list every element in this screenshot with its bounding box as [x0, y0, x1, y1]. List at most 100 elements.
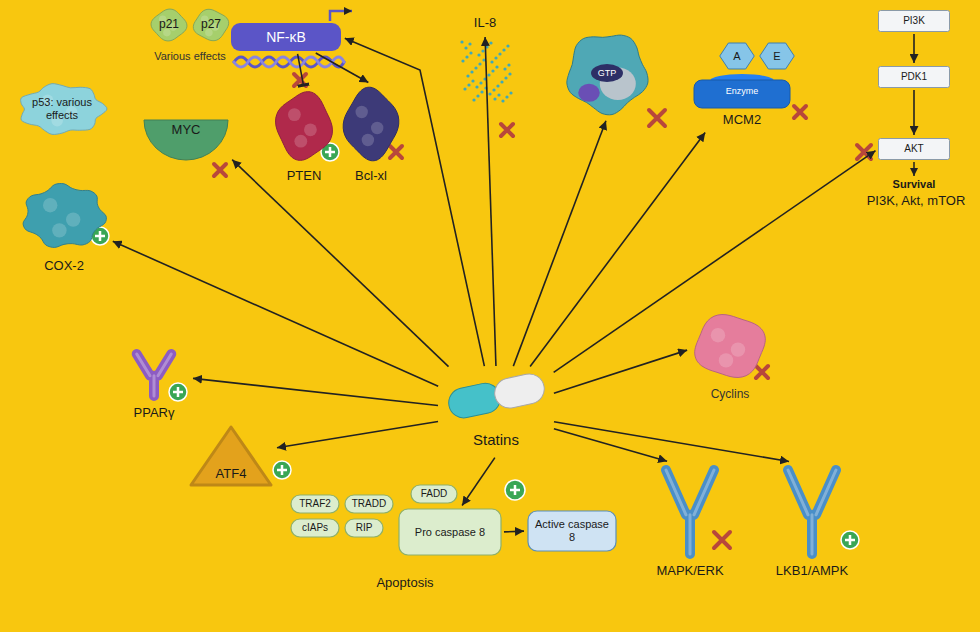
node-text: Statins [473, 431, 519, 448]
cytokine-dot [503, 67, 506, 70]
receptor-icon: MAPK/ERK [640, 462, 740, 584]
node-text: MYC [172, 123, 201, 138]
text-area: MAPK/ERK [640, 558, 740, 584]
cytokine-dot [508, 72, 511, 75]
activate-marks [91, 143, 859, 549]
connector-arrow [554, 422, 789, 462]
cytokine-dot [466, 74, 469, 77]
node-text: Enzyme [726, 86, 759, 96]
protein-icon: p27 [190, 6, 232, 44]
drug-pill: Statins [440, 368, 552, 456]
text-area [762, 462, 862, 558]
connector-arrow [554, 429, 667, 462]
text-area: p53: various effects [14, 80, 110, 138]
dna-helix [234, 57, 344, 67]
text-area: PI3K [878, 10, 950, 32]
text-area: PPARγ [118, 400, 190, 426]
cytokine-dot [490, 60, 493, 63]
inhibit-mark [649, 110, 665, 126]
pathway-box: PI3K [878, 10, 950, 32]
inhibit-marks [214, 74, 871, 548]
adaptor-box: TRAF2 [290, 494, 340, 514]
text-area: TRADD [344, 494, 394, 514]
cytokine-dot [488, 92, 491, 95]
adaptor-box: FADD [410, 484, 458, 504]
text-area: p21 [148, 6, 190, 44]
cytokine-dot [478, 62, 481, 65]
cytokine-dot [496, 84, 499, 87]
text-area: TRAF2 [290, 494, 340, 514]
cytokine-dot [509, 91, 512, 94]
text-area [640, 462, 740, 558]
text-area: PDK1 [878, 66, 950, 88]
connector-arrow [913, 34, 915, 63]
node-text: TRADD [352, 498, 386, 510]
connector-arrow [554, 151, 876, 373]
cytokine-dot [502, 48, 505, 51]
inhibit-mark [390, 146, 402, 158]
cytokine-dot [489, 41, 492, 44]
pathway-arrow [913, 162, 915, 176]
connector-arrow [462, 458, 495, 506]
pathway-box: PDK1 [878, 66, 950, 88]
activate-mark [841, 531, 859, 549]
cytokine-dot [464, 46, 467, 49]
text-area [440, 368, 552, 424]
text-area: A [718, 40, 756, 72]
cytokine-dot [501, 99, 504, 102]
cytokine-dot [491, 69, 494, 72]
protein-icon: PTEN [272, 88, 336, 188]
node-text: p53: various effects [18, 96, 106, 121]
pathway-note: PI3K, Akt, mTOR [864, 194, 968, 209]
connector-arrow [193, 378, 438, 405]
text-area: E [758, 40, 796, 72]
text-area: Cyclins [690, 382, 770, 408]
protein-icon-outline [272, 88, 336, 164]
enzyme-icon: COX-2 [18, 180, 110, 280]
cytokine-dot [504, 76, 507, 79]
node-text: MAPK/ERK [656, 564, 723, 579]
connector-arrow [298, 54, 304, 85]
node-text: p27 [201, 18, 221, 32]
connector-arrow [554, 350, 687, 393]
activate-mark [505, 480, 525, 500]
cytokine-dot [497, 93, 500, 96]
group-label: Apoptosis [350, 576, 460, 591]
cytokine-dot [492, 88, 495, 91]
node-text: GTP [598, 68, 617, 78]
cytokine-dot [487, 73, 490, 76]
node-text: E [773, 50, 780, 63]
node-text: PTEN [287, 169, 322, 184]
text-area: COX-2 [18, 252, 110, 280]
text-area: RIP [344, 518, 384, 538]
text-area [340, 84, 402, 164]
connector-arrow [913, 90, 915, 135]
cytokine-dot [498, 52, 501, 55]
protein-icon-outline [690, 310, 770, 382]
factor-triangle: ATF4 [188, 424, 274, 488]
cytokine-dot [506, 44, 509, 47]
connector-arrow [277, 421, 438, 447]
inhibit-mark [714, 532, 730, 548]
text-area: LKB1/AMPK [762, 558, 862, 584]
node-text: cIAPs [302, 522, 328, 534]
cytokine-label: IL-8 [458, 12, 512, 34]
text-area [18, 180, 110, 252]
receptor-icon-outline [118, 346, 190, 400]
text-area: ATF4 [188, 424, 274, 488]
node-text: p21 [159, 18, 179, 32]
cytokine-dot [475, 85, 478, 88]
node-text: Bcl-xl [355, 169, 387, 184]
enzyme-icon: EnzymeMCM2 [692, 72, 792, 130]
caspase-box: Pro caspase 8 [398, 508, 502, 556]
node-text: PI3K [903, 15, 925, 27]
node-text: A [733, 50, 740, 63]
cytokine-dot [476, 94, 479, 97]
connector-arrow [485, 37, 496, 366]
connector-arrow [513, 121, 606, 366]
text-area: p27 [190, 6, 232, 44]
promoter-arrow [330, 11, 352, 21]
node-text: TRAF2 [299, 498, 331, 510]
text-area: FADD [410, 484, 458, 504]
cytokine-dot [505, 95, 508, 98]
